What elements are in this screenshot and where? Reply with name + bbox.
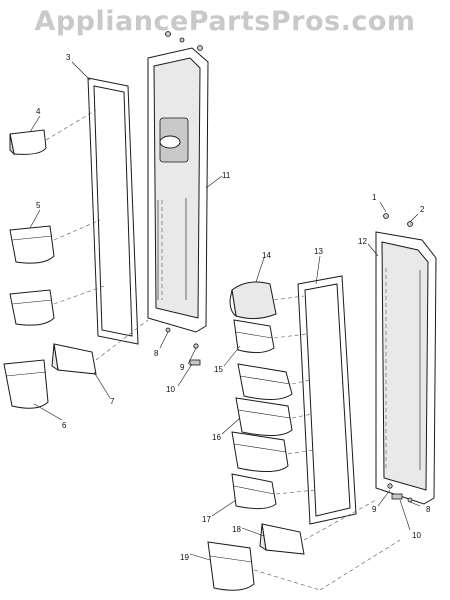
callout-2: 2 <box>420 205 425 214</box>
callout-3: 3 <box>66 53 71 62</box>
screw <box>193 343 199 349</box>
freezer-bin-unlabeled <box>9 289 55 326</box>
screw <box>179 37 185 43</box>
callout-10-fresh-food: 10 <box>412 531 421 540</box>
callout-8-freezer: 8 <box>154 349 159 358</box>
screw <box>407 497 413 503</box>
freezer-bin-6 <box>3 359 49 409</box>
screw <box>197 45 203 51</box>
callout-6: 6 <box>62 421 67 430</box>
screw <box>387 483 393 489</box>
fresh-food-shelf-18 <box>259 523 305 555</box>
hinge-bushing <box>391 493 403 500</box>
fresh-food-bin-17 <box>231 473 277 510</box>
callout-4: 4 <box>36 107 41 116</box>
callout-13: 13 <box>314 247 323 256</box>
callout-15: 15 <box>214 365 223 374</box>
screw <box>165 31 171 37</box>
fresh-food-door-gasket <box>297 275 357 525</box>
screw <box>165 327 171 333</box>
dairy-cover-14 <box>229 281 277 320</box>
fresh-food-bin-16a <box>237 363 293 400</box>
watermark: AppliancePartsPros.com <box>34 6 416 37</box>
freezer-door-liner <box>147 47 209 333</box>
callout-14: 14 <box>262 251 271 260</box>
callout-11: 11 <box>222 171 231 180</box>
fresh-food-bin-16b <box>235 397 293 436</box>
callout-18: 18 <box>232 525 241 534</box>
callout-9-freezer: 9 <box>180 363 185 372</box>
freezer-bin-5 <box>9 225 55 264</box>
callout-1: 1 <box>372 193 377 202</box>
hinge-bushing <box>189 359 201 366</box>
callout-17: 17 <box>202 515 211 524</box>
fresh-food-door-liner <box>375 231 437 505</box>
callout-5: 5 <box>36 201 41 210</box>
callout-7: 7 <box>110 397 115 406</box>
fresh-food-bin-15 <box>233 319 275 354</box>
callout-10-freezer: 10 <box>166 385 175 394</box>
callout-19: 19 <box>180 553 189 562</box>
fresh-food-bin-19 <box>207 541 255 591</box>
callout-12: 12 <box>358 237 367 246</box>
fresh-food-bin-16c <box>231 431 289 472</box>
freezer-bin-4 <box>9 129 47 156</box>
freezer-shelf-7 <box>51 343 97 375</box>
screw <box>407 221 413 227</box>
screw <box>383 213 389 219</box>
callout-8-fresh-food: 8 <box>426 505 431 514</box>
callout-16: 16 <box>212 433 221 442</box>
freezer-door-gasket <box>87 77 139 345</box>
callout-9-fresh-food: 9 <box>372 505 377 514</box>
